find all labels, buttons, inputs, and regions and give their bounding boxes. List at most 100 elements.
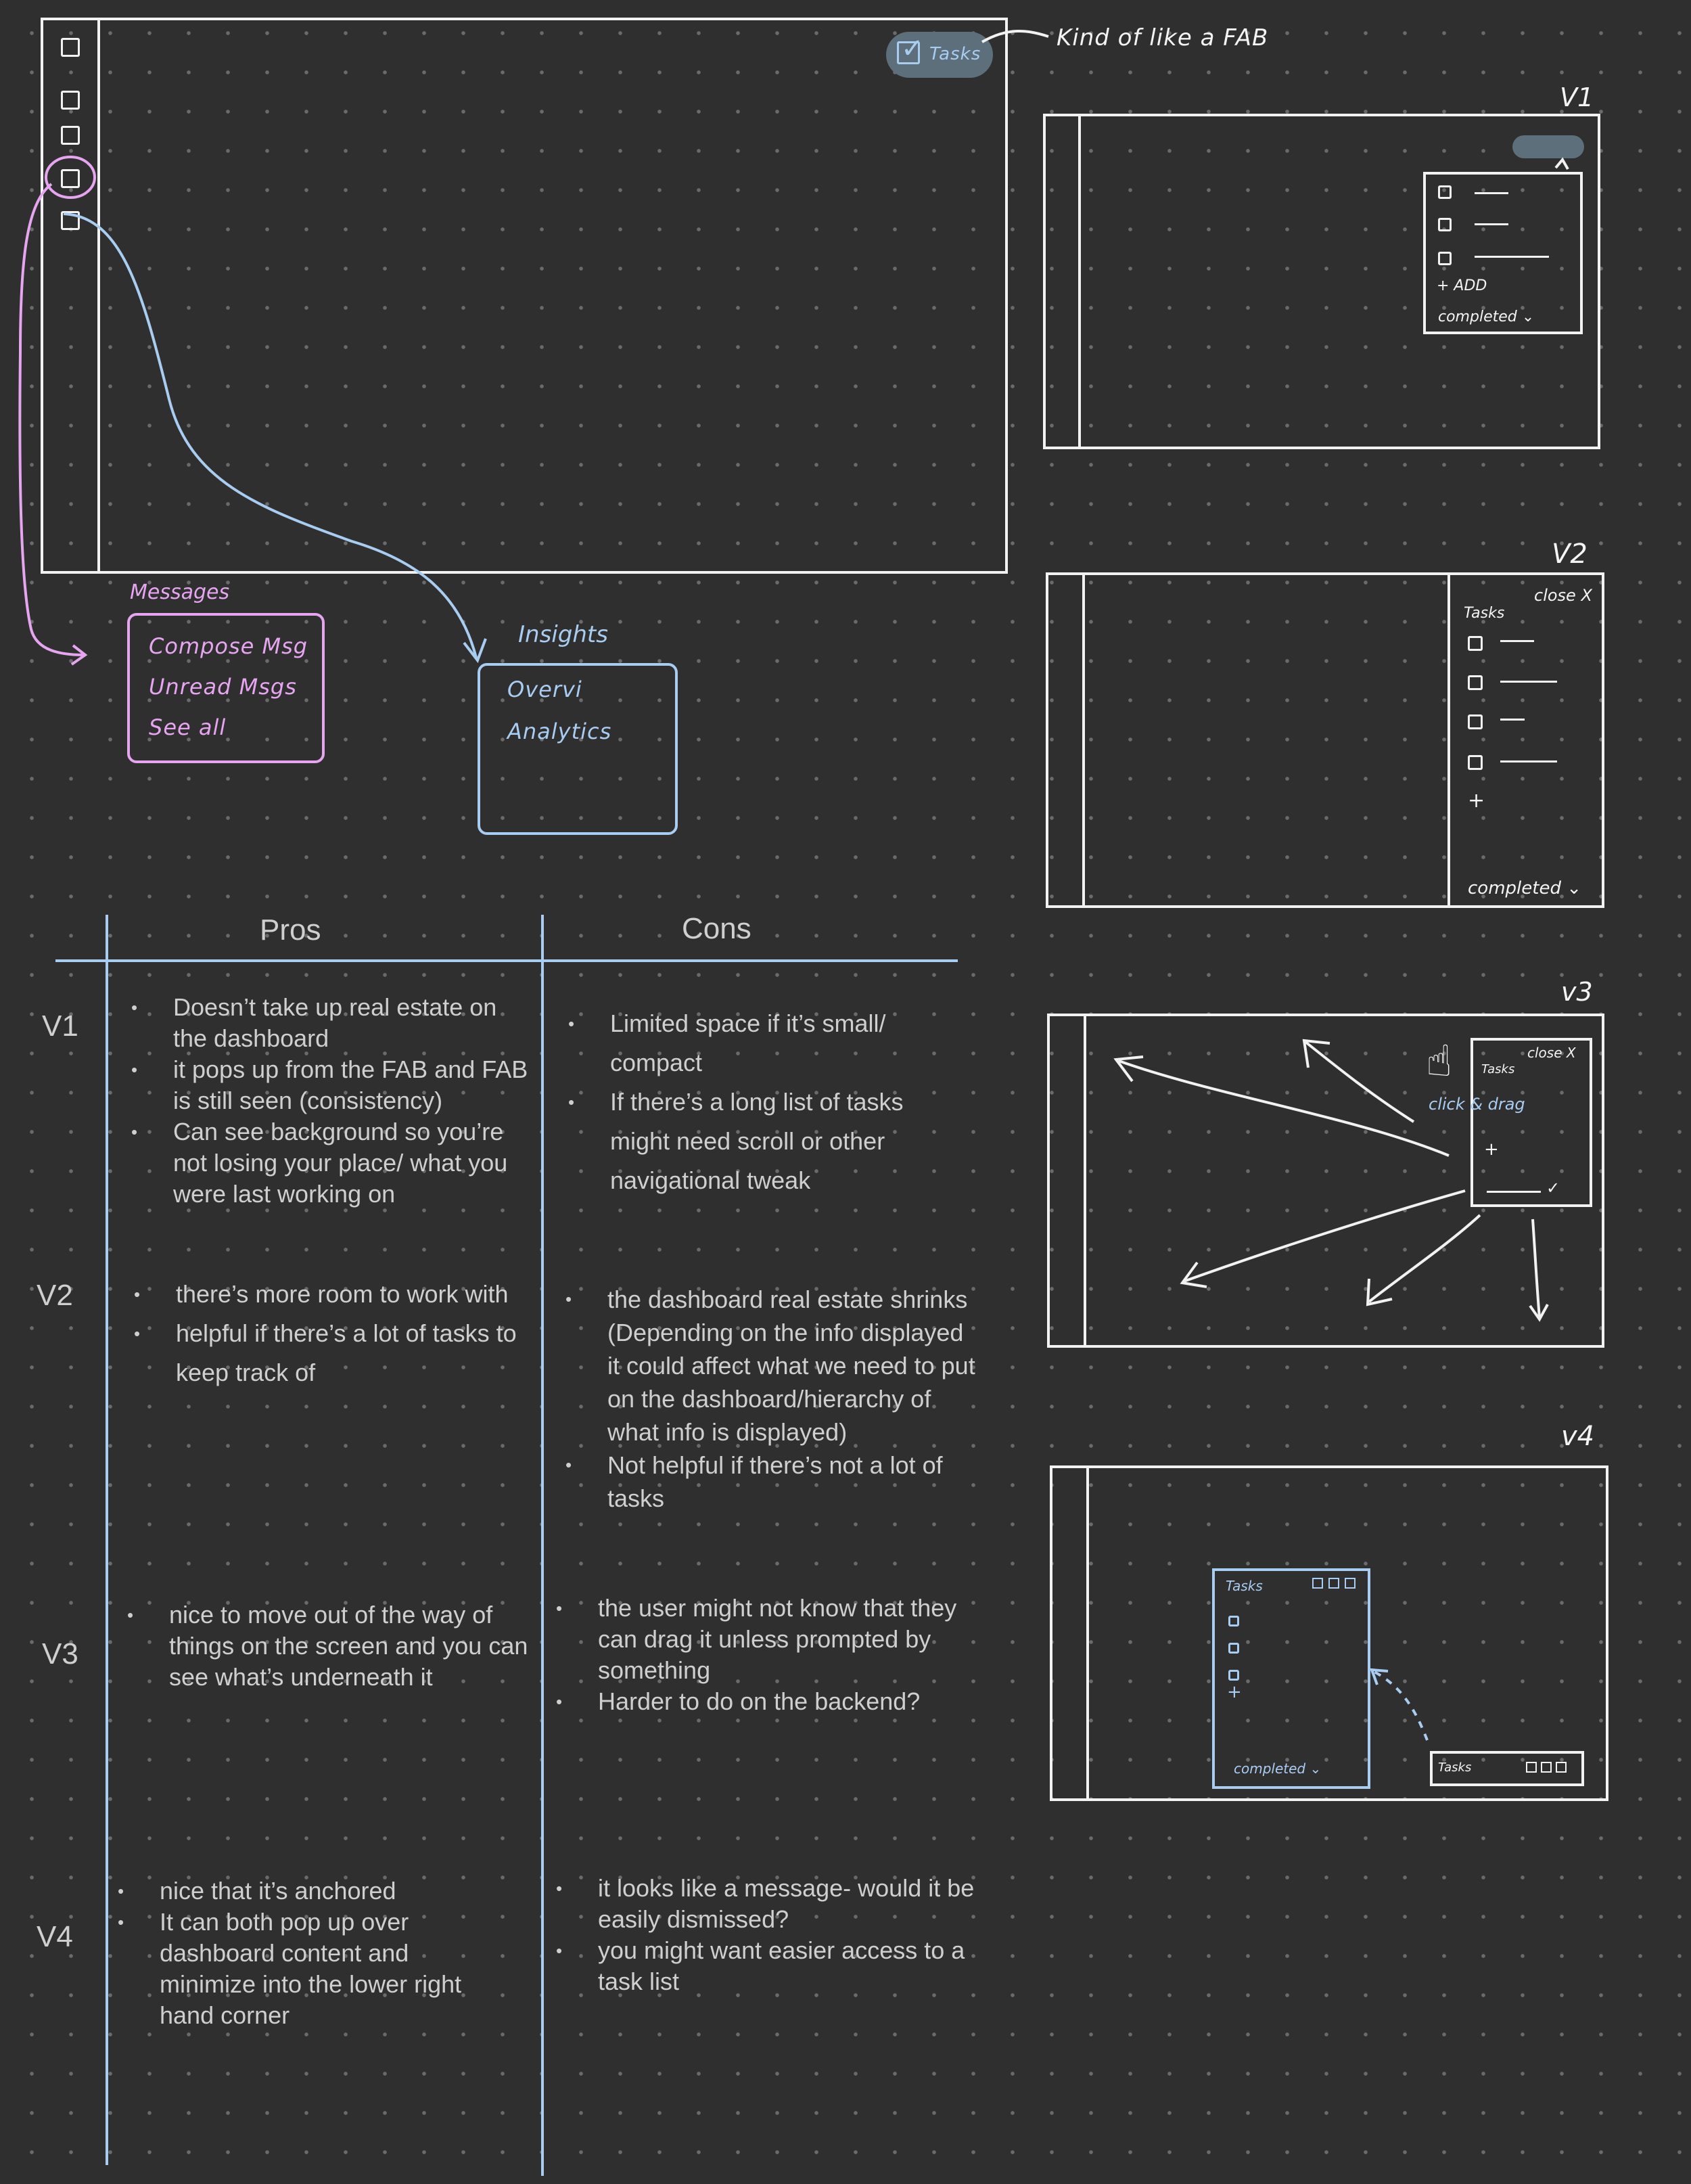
v4-mini-close-icon	[1556, 1762, 1567, 1773]
pros-v3: nice to move out of the way of things on…	[169, 1599, 534, 1693]
list-item: nice that it’s anchored	[160, 1875, 511, 1907]
v2-sidebar-divider	[1082, 575, 1085, 905]
list-item: It can both pop up over dashboard conten…	[160, 1907, 511, 2031]
v4-minimize-icon	[1312, 1578, 1323, 1589]
v2-task-line-2	[1500, 681, 1557, 683]
list-item: helpful if there’s a lot of tasks to kee…	[176, 1314, 534, 1392]
v2-task-line-3	[1500, 719, 1525, 721]
list-item: If there’s a long list of tasks might ne…	[610, 1083, 962, 1200]
v2-task-line-1	[1500, 640, 1534, 642]
v4-maximize-icon	[1328, 1578, 1339, 1589]
v3-close: close X	[1527, 1045, 1576, 1061]
list-item: it looks like a message- would it be eas…	[598, 1873, 977, 1935]
v4-add: +	[1227, 1682, 1242, 1702]
cons-header: Cons	[682, 912, 751, 946]
v4-completed: completed ⌄	[1234, 1760, 1321, 1777]
list-item: the dashboard real estate shrinks (Depen…	[607, 1283, 982, 1449]
v1-label: V1	[1560, 83, 1594, 112]
pros-v4: nice that it’s anchored It can both pop …	[160, 1875, 511, 2031]
v1-task-checkbox-3	[1438, 252, 1452, 265]
v1-task-checkbox-1	[1438, 185, 1452, 199]
v3-label: v3	[1561, 977, 1593, 1007]
list-item: Not helpful if there’s not a lot of task…	[607, 1449, 982, 1515]
v4-wireframe: Tasks + completed ⌄ Tasks	[1050, 1465, 1608, 1801]
v2-close: close X	[1534, 586, 1592, 605]
v2-task-checkbox-4	[1468, 755, 1483, 770]
cons-v2: the dashboard real estate shrinks (Depen…	[607, 1283, 982, 1515]
messages-item-compose: Compose Msg	[149, 633, 308, 659]
v3-sidebar-divider	[1084, 1016, 1086, 1345]
fab-note: Kind of like a FAB	[1057, 24, 1268, 51]
messages-item-unread: Unread Msgs	[149, 674, 297, 700]
v1-fab	[1512, 135, 1584, 158]
row-label-v3: V3	[42, 1637, 78, 1671]
list-item: Limited space if it’s small/ compact	[610, 1004, 962, 1083]
v2-label: V2	[1552, 539, 1588, 570]
row-label-v2: V2	[37, 1279, 73, 1313]
v4-tasks-title: Tasks	[1226, 1578, 1263, 1594]
table-header-underline	[55, 959, 958, 962]
list-item: Harder to do on the backend?	[598, 1686, 977, 1717]
list-item: you might want easier access to a task l…	[598, 1935, 977, 1997]
tasks-fab-button: ✓ Tasks	[886, 32, 993, 78]
v4-mini-maximize-icon	[1541, 1762, 1552, 1773]
row-label-v1: V1	[42, 1009, 78, 1043]
insights-item-analytics: Analytics	[507, 719, 611, 744]
v3-wireframe: close X Tasks click & drag + ✓ ☝	[1047, 1014, 1604, 1348]
v2-completed: completed ⌄	[1468, 878, 1581, 898]
list-item: nice to move out of the way of things on…	[169, 1599, 534, 1693]
v1-task-line-2	[1475, 223, 1508, 225]
table-vertical-line-middle	[541, 915, 544, 2176]
list-item: Doesn’t take up real estate on the dashb…	[173, 992, 533, 1054]
row-label-v4: V4	[37, 1920, 73, 1954]
v3-click-drag: click & drag	[1429, 1095, 1525, 1114]
list-item: Can see background so you’re not losing …	[173, 1116, 533, 1210]
hand-cursor-icon: ☝	[1426, 1037, 1452, 1087]
v1-wireframe: + ADD completed ⌄	[1043, 114, 1600, 449]
table-vertical-line-left	[106, 915, 108, 2165]
insights-title: Insights	[518, 621, 608, 648]
cons-v1: Limited space if it’s small/ compact If …	[610, 1004, 962, 1200]
list-item: it pops up from the FAB and FAB is still…	[173, 1054, 533, 1116]
v2-task-checkbox-2	[1468, 675, 1483, 690]
list-item: there’s more room to work with	[176, 1275, 534, 1314]
sidebar-icon-1	[61, 38, 80, 57]
main-dashboard-wireframe: ✓ Tasks	[41, 18, 1008, 574]
v2-add: +	[1468, 789, 1485, 813]
sidebar-icon-2	[61, 91, 80, 110]
v4-task-checkbox-1	[1228, 1616, 1239, 1626]
v4-label: v4	[1561, 1421, 1594, 1452]
insights-item-overview: Overvi	[507, 677, 582, 702]
v3-completed-check-icon: ✓	[1546, 1179, 1560, 1198]
v2-task-checkbox-3	[1468, 714, 1483, 729]
v1-task-line-3	[1475, 256, 1549, 258]
messages-title: Messages	[130, 581, 229, 604]
messages-item-see-all: See all	[149, 714, 226, 740]
v3-completed-line	[1487, 1191, 1541, 1193]
v2-panel-divider	[1447, 575, 1450, 905]
check-icon: ✓	[901, 33, 924, 64]
sidebar-icon-messages	[61, 169, 80, 188]
v4-mini-minimize-icon	[1526, 1762, 1537, 1773]
v1-task-checkbox-2	[1438, 218, 1452, 231]
pros-header: Pros	[260, 913, 321, 947]
v3-tasks-title: Tasks	[1481, 1062, 1514, 1076]
v2-task-line-4	[1500, 760, 1557, 763]
v4-close-icon	[1345, 1578, 1356, 1589]
v2-tasks-title: Tasks	[1464, 605, 1504, 622]
v2-task-checkbox-1	[1468, 636, 1483, 651]
v1-add: + ADD	[1437, 277, 1487, 294]
sidebar-divider	[97, 20, 100, 571]
cons-v3: the user might not know that they can dr…	[598, 1593, 977, 1717]
v4-sidebar-divider	[1086, 1468, 1089, 1798]
sidebar-icon-insights	[61, 211, 80, 230]
v1-completed: completed ⌄	[1438, 309, 1534, 325]
v2-wireframe: close X Tasks + completed ⌄	[1046, 572, 1604, 908]
v1-task-line-1	[1475, 192, 1508, 194]
pros-v1: Doesn’t take up real estate on the dashb…	[173, 992, 533, 1210]
v3-add: +	[1484, 1139, 1499, 1160]
v1-sidebar-divider	[1078, 116, 1081, 447]
sidebar-icon-3	[61, 126, 80, 145]
fab-label: Tasks	[929, 44, 981, 64]
pros-v2: there’s more room to work with helpful i…	[176, 1275, 534, 1392]
